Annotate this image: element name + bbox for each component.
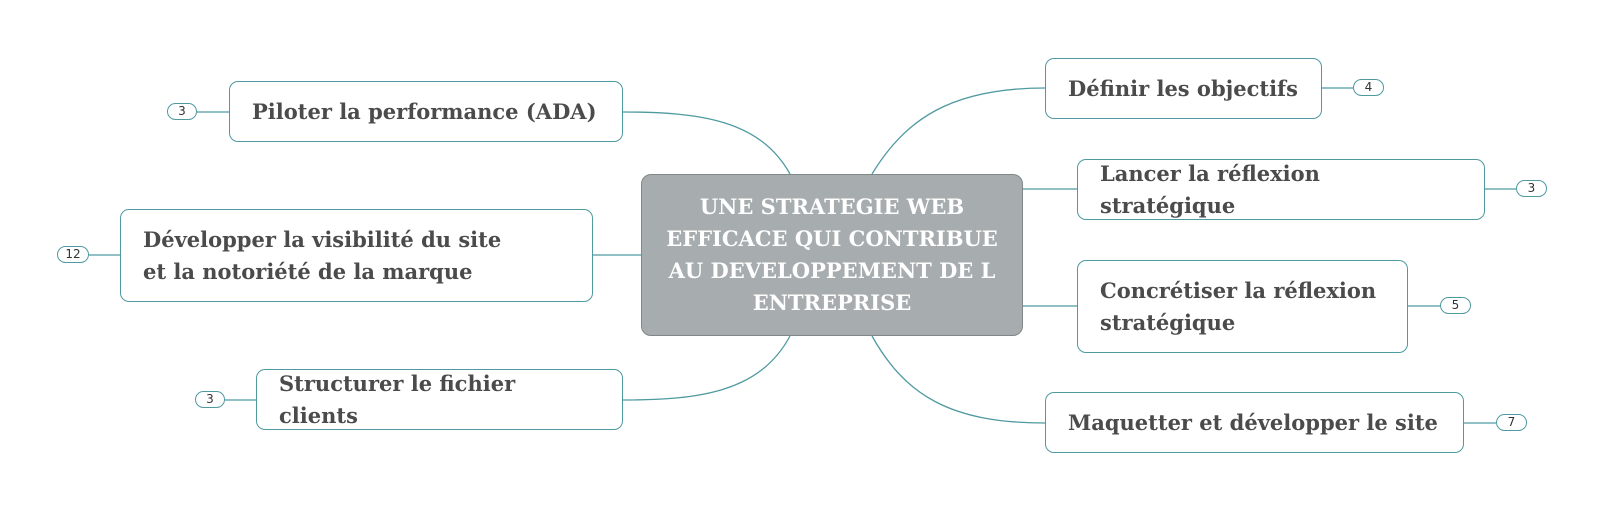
topic-definir-objectifs[interactable]: Définir les objectifs (1045, 58, 1322, 119)
subtopic-count-badge[interactable]: 4 (1353, 79, 1384, 96)
connector-piloter (622, 111, 791, 175)
topic-label: Définir les objectifs (1068, 75, 1298, 101)
connector-maquetter (871, 335, 1046, 424)
subtopic-count-badge[interactable]: 3 (1516, 180, 1547, 197)
topic-piloter-performance[interactable]: Piloter la performance (ADA) (229, 81, 623, 142)
topic-structurer-fichier[interactable]: Structurer le fichier clients (256, 369, 623, 430)
topic-label: Maquetter et développer le site (1068, 409, 1438, 435)
subtopic-count-badge[interactable]: 3 (167, 103, 197, 120)
topic-label: Développer la visibilité du site et la n… (143, 226, 502, 284)
topic-lancer-reflexion[interactable]: Lancer la réflexion stratégique (1077, 159, 1485, 220)
topic-developper-visibilite[interactable]: Développer la visibilité du site et la n… (120, 209, 593, 302)
topic-label: Lancer la réflexion stratégique (1100, 160, 1320, 218)
topic-maquetter-site[interactable]: Maquetter et développer le site (1045, 392, 1464, 453)
central-topic-label: UNE STRATEGIE WEB EFFICACE QUI CONTRIBUE… (666, 194, 998, 315)
subtopic-count-badge[interactable]: 7 (1496, 414, 1527, 431)
subtopic-count-badge[interactable]: 12 (57, 246, 89, 263)
subtopic-count-badge[interactable]: 3 (195, 391, 225, 408)
connector-structurer (622, 335, 791, 401)
topic-label: Structurer le fichier clients (279, 370, 516, 428)
subtopic-count-badge[interactable]: 5 (1440, 297, 1471, 314)
topic-concretiser-reflexion[interactable]: Concrétiser la réflexion stratégique (1077, 260, 1408, 353)
topic-label: Piloter la performance (ADA) (252, 98, 597, 124)
central-topic[interactable]: UNE STRATEGIE WEB EFFICACE QUI CONTRIBUE… (641, 174, 1023, 336)
connector-definir (871, 87, 1046, 175)
topic-label: Concrétiser la réflexion stratégique (1100, 277, 1377, 335)
